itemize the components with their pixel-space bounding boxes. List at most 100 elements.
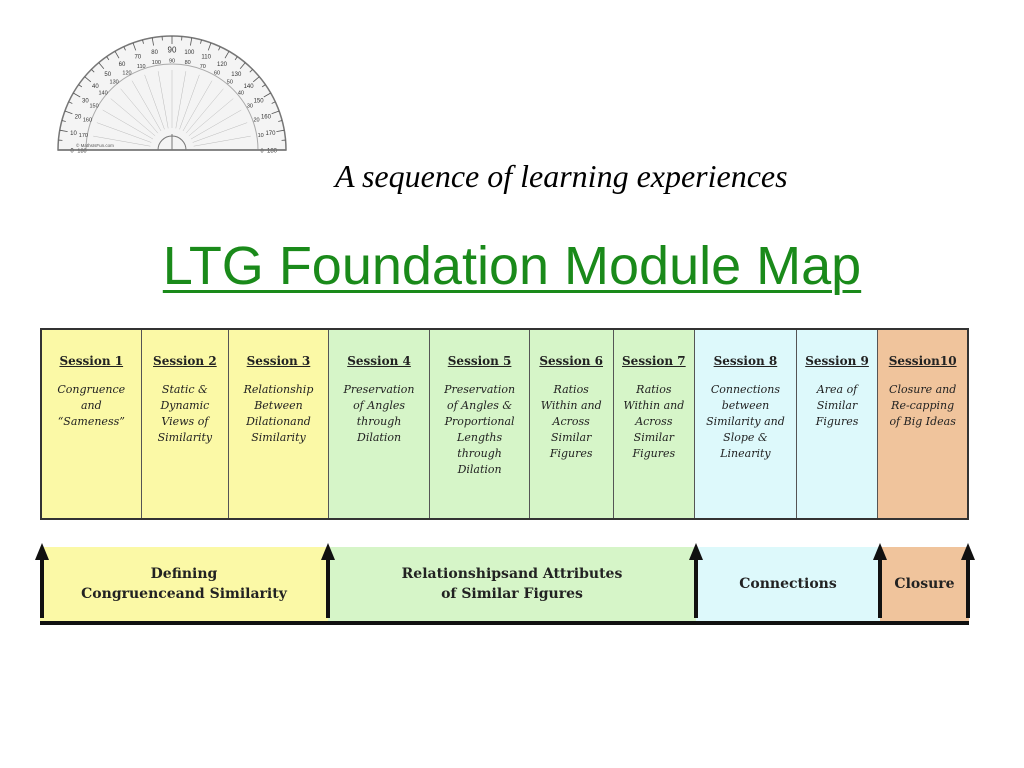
- protractor-inner-degree: 120: [122, 71, 131, 77]
- session-8-name: Session 8: [713, 354, 778, 368]
- protractor-ray: [96, 122, 152, 143]
- protractor-ray: [120, 88, 159, 134]
- protractor-ray: [131, 80, 162, 132]
- protractor-tick: [151, 37, 154, 46]
- session-1-cell: Session 1 Congruence and “Sameness”: [42, 330, 142, 518]
- session-9-cell: Session 9 Area of Similar Figures: [796, 330, 879, 518]
- protractor-tick: [276, 129, 285, 132]
- session-1-name: Session 1: [59, 354, 124, 368]
- session-9-desc: Area of Similar Figures: [815, 383, 859, 428]
- page-title: LTG Foundation Module Map: [162, 236, 862, 296]
- protractor-tick: [84, 76, 92, 83]
- phase-defining: Defining Congruenceand Similarity: [40, 547, 328, 621]
- protractor-tick: [278, 120, 283, 122]
- protractor-tick: [234, 56, 238, 61]
- session-6-desc: Ratios Within and Across Similar Figures: [540, 383, 602, 460]
- protractor-ray: [192, 122, 248, 143]
- protractor-ray: [190, 109, 242, 140]
- protractor-outer-degree: 50: [104, 72, 111, 78]
- session-4-desc: Preservation of Angles through Dilation: [343, 383, 415, 444]
- protractor-tick: [114, 51, 120, 59]
- protractor-tick: [73, 92, 81, 98]
- protractor-tick: [91, 69, 95, 73]
- protractor-outer-degree: 150: [254, 99, 265, 105]
- protractor-ray: [93, 135, 151, 147]
- protractor-ray: [188, 98, 234, 137]
- protractor-outer-degree: 90: [168, 46, 177, 55]
- sessions-table: Session 1 Congruence and “Sameness” Sess…: [40, 328, 969, 520]
- protractor-outer-degree: 100: [184, 50, 195, 56]
- protractor-ray: [185, 88, 224, 134]
- protractor-outer-degree: 110: [201, 55, 211, 61]
- arrow-after-defining: [321, 543, 335, 618]
- protractor-ray: [182, 80, 213, 132]
- protractor-inner-degree: 180: [77, 149, 86, 155]
- protractor-tick: [59, 129, 68, 132]
- arrow-after-connections: [873, 543, 887, 618]
- protractor-outer-degree: 140: [244, 84, 255, 90]
- protractor-outer-degree: 30: [82, 99, 89, 105]
- session-7-cell: Session 7 Ratios Within and Across Simil…: [613, 330, 696, 518]
- session-4-name: Session 4: [347, 354, 411, 368]
- protractor-inner-degree: 110: [137, 64, 146, 70]
- protractor-outer-degree: 10: [70, 131, 77, 137]
- protractor-tick: [239, 62, 246, 70]
- protractor-inner-degree: 0: [260, 149, 263, 155]
- protractor-tick: [271, 110, 280, 115]
- protractor-tick: [200, 39, 202, 44]
- session-7-desc: Ratios Within and Across Similar Figures: [623, 383, 685, 460]
- protractor-tick: [263, 92, 271, 98]
- session-10-cell: Session10 Closure and Re-capping of Big …: [878, 330, 967, 518]
- protractor-inner-degree: 170: [79, 133, 88, 139]
- protractor-ray: [175, 71, 187, 129]
- phase-relationships: Relationshipsand Attributes of Similar F…: [328, 547, 696, 621]
- protractor-tick: [61, 120, 66, 122]
- session-10-name: Session10: [888, 354, 957, 368]
- session-5-name: Session 5: [447, 354, 512, 368]
- protractor-tick: [190, 37, 193, 46]
- protractor-outer-degree: 0: [70, 149, 74, 155]
- protractor-outer-degree: 70: [134, 55, 141, 61]
- protractor-inner-degree: 10: [258, 133, 264, 139]
- protractor-tick: [271, 101, 276, 104]
- protractor-tick: [132, 42, 137, 51]
- protractor-tick: [106, 56, 110, 61]
- session-8-desc: Connections between Similarity and Slope…: [706, 383, 785, 460]
- protractor-outer-degree: 120: [217, 62, 228, 68]
- protractor-tick: [142, 39, 144, 44]
- session-6-cell: Session 6 Ratios Within and Across Simil…: [529, 330, 614, 518]
- protractor-inner-degree: 140: [98, 91, 107, 97]
- protractor-ray: [144, 74, 165, 130]
- session-3-cell: Session 3 Relationship Between Dilationa…: [229, 330, 329, 518]
- protractor-ray: [110, 98, 156, 137]
- protractor-tick: [218, 46, 221, 51]
- protractor-tick: [224, 51, 230, 59]
- session-9-name: Session 9: [805, 354, 869, 368]
- protractor-tick: [207, 42, 212, 51]
- protractor-inner-degree: 130: [110, 80, 119, 86]
- phase-divider-arrows: [35, 543, 975, 618]
- protractor-inner-degree: 150: [89, 104, 98, 110]
- protractor-ray: [157, 71, 169, 129]
- session-7-name: Session 7: [622, 354, 686, 368]
- session-2-cell: Session 2 Static & Dynamic Views of Simi…: [141, 330, 230, 518]
- protractor-ray: [193, 135, 251, 147]
- protractor-tick: [261, 84, 266, 88]
- arrow-start: [35, 543, 49, 618]
- protractor-inner-degree: 30: [247, 104, 253, 110]
- protractor-ray: [179, 74, 200, 130]
- protractor-inner-degree: 90: [169, 59, 175, 65]
- session-5-desc: Preservation of Angles & Proportional Le…: [444, 383, 516, 476]
- protractor-inner-degree: 70: [200, 64, 206, 70]
- protractor-tick: [68, 101, 73, 104]
- protractor-outer-degree: 170: [265, 131, 276, 137]
- session-1-desc: Congruence and “Sameness”: [57, 383, 126, 428]
- arrow-after-relationships: [689, 543, 703, 618]
- session-10-desc: Closure and Re-capping of Big Ideas: [889, 383, 957, 428]
- session-8-cell: Session 8 Connections between Similarity…: [695, 330, 797, 518]
- session-3-desc: Relationship Between Dilationand Similar…: [243, 383, 314, 444]
- session-2-name: Session 2: [153, 354, 217, 368]
- protractor-tick: [64, 110, 73, 115]
- subtitle: A sequence of learning experiences: [335, 158, 788, 194]
